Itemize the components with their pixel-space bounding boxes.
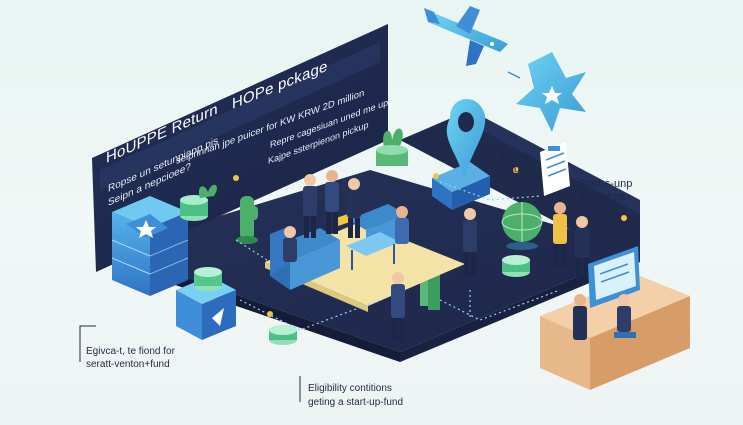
right-label-2: Aelugp xyxy=(498,163,533,175)
bottom-caption-line2: geting a start-up-fund xyxy=(308,397,404,408)
coin-stack-icon xyxy=(180,195,530,345)
airplane-icon xyxy=(424,6,508,66)
globe-icon xyxy=(501,202,543,250)
left-caption-line1: Egivca-t, te fiond for xyxy=(86,346,175,357)
document-icon xyxy=(540,142,570,196)
left-caption-line2: seratt-venton+fund xyxy=(86,359,170,370)
right-label-3: Start-s-unp xyxy=(578,178,633,190)
bottom-caption-line1: Eligibility contitions xyxy=(308,383,392,394)
stacked-blue-box xyxy=(111,196,189,296)
star-badge-icon xyxy=(126,214,168,238)
reception-desk xyxy=(540,246,690,390)
floating-star-badge xyxy=(507,52,586,132)
right-label-1: K-uoe xyxy=(500,150,530,162)
light-markers xyxy=(233,167,627,317)
people-group xyxy=(283,170,589,342)
connector-lines xyxy=(235,181,561,331)
caption-brackets xyxy=(79,325,301,402)
right-label-4: Kuclonns xyxy=(580,191,626,203)
